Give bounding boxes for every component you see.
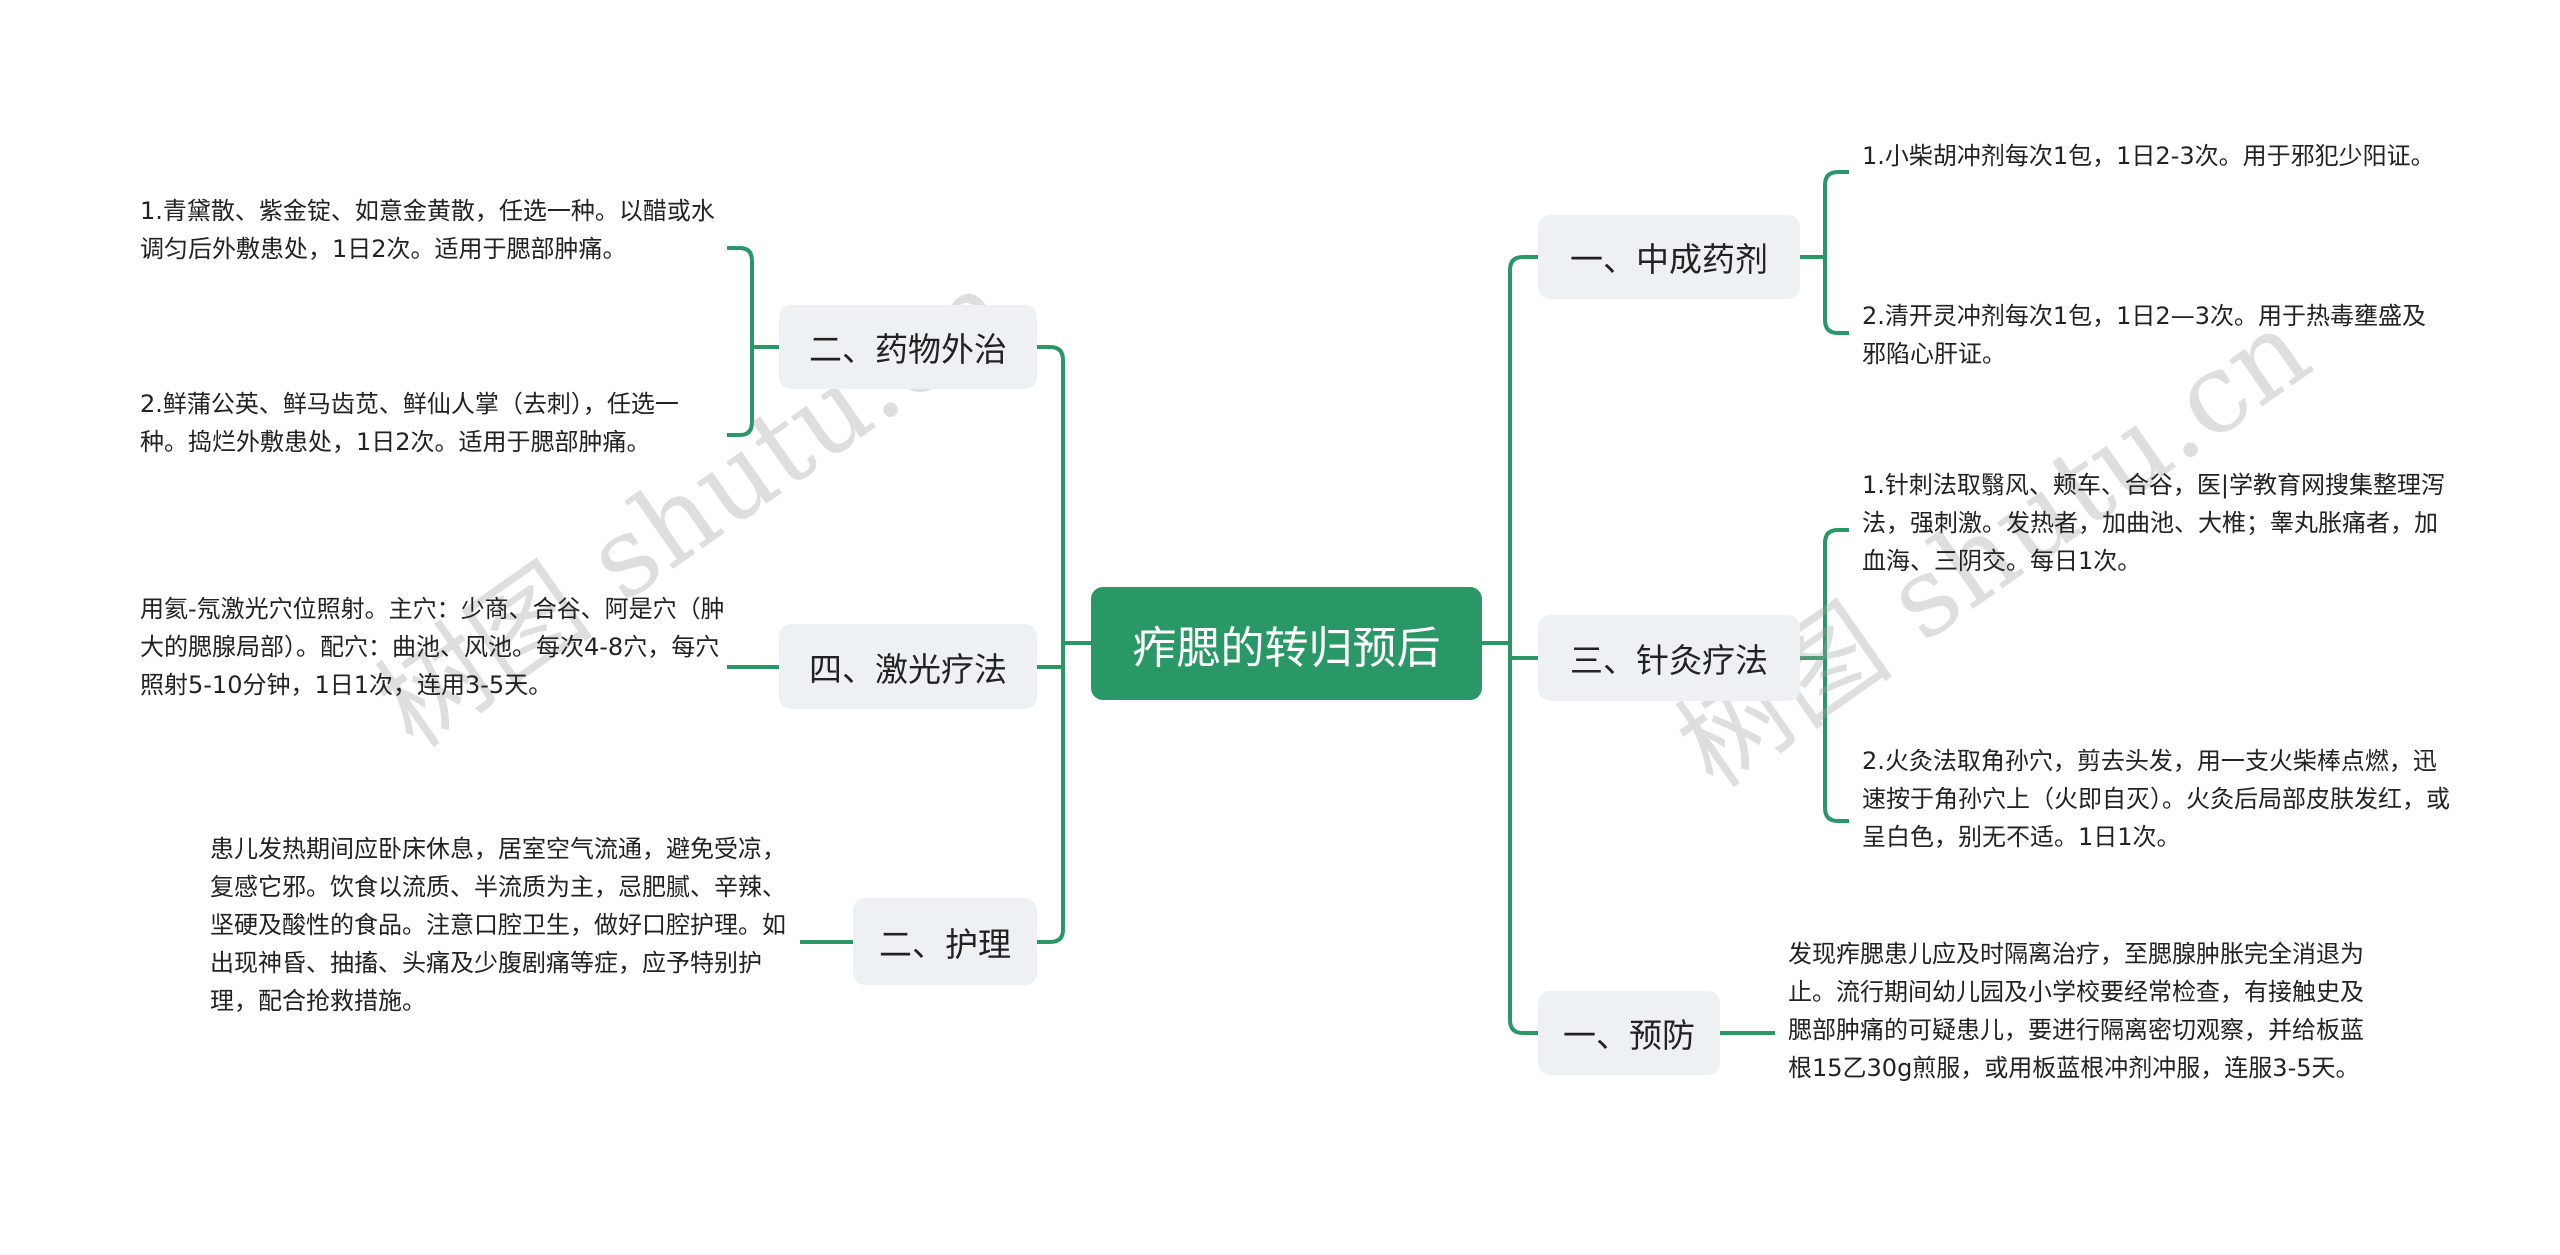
leaf-text: 2.清开灵冲剂每次1包，1日2—3次。用于热毒壅盛及邪陷心肝证。 [1862, 302, 2426, 368]
leaf-text: 1.小柴胡冲剂每次1包，1日2-3次。用于邪犯少阳证。 [1862, 142, 2435, 170]
branch-laser-therapy[interactable]: 四、激光疗法 [779, 624, 1037, 709]
leaf-text: 2.鲜蒲公英、鲜马齿苋、鲜仙人掌（去刺），任选一种。捣烂外敷患处，1日2次。适用… [140, 390, 679, 456]
branch-drug-external[interactable]: 二、药物外治 [779, 305, 1037, 389]
leaf-text: 2.火灸法取角孙穴，剪去头发，用一支火柴棒点燃，迅速按于角孙穴上（火即自灭）。火… [1862, 747, 2450, 851]
leaf-text: 1.青黛散、紫金锭、如意金黄散，任选一种。以醋或水调匀后外敷患处，1日2次。适用… [140, 197, 715, 263]
branch-acupuncture[interactable]: 三、针灸疗法 [1538, 615, 1800, 701]
branch-prevention[interactable]: 一、预防 [1538, 991, 1720, 1075]
leaf-text: 患儿发热期间应卧床休息，居室空气流通，避免受凉，复感它邪。饮食以流质、半流质为主… [210, 835, 786, 1015]
leaf-text: 用氦-氖激光穴位照射。主穴：少商、合谷、阿是穴（肿大的腮腺局部）。配穴：曲池、风… [140, 595, 725, 699]
leaf-text: 发现痄腮患儿应及时隔离治疗，至腮腺肿胀完全消退为止。流行期间幼儿园及小学校要经常… [1788, 940, 2364, 1082]
branch-nursing[interactable]: 二、护理 [853, 898, 1037, 985]
root-node[interactable]: 痄腮的转归预后 [1091, 587, 1482, 700]
leaf-text: 1.针刺法取翳风、颊车、合谷，医|学教育网搜集整理泻法，强刺激。发热者，加曲池、… [1862, 471, 2445, 575]
branch-patent-medicine[interactable]: 一、中成药剂 [1538, 215, 1800, 299]
